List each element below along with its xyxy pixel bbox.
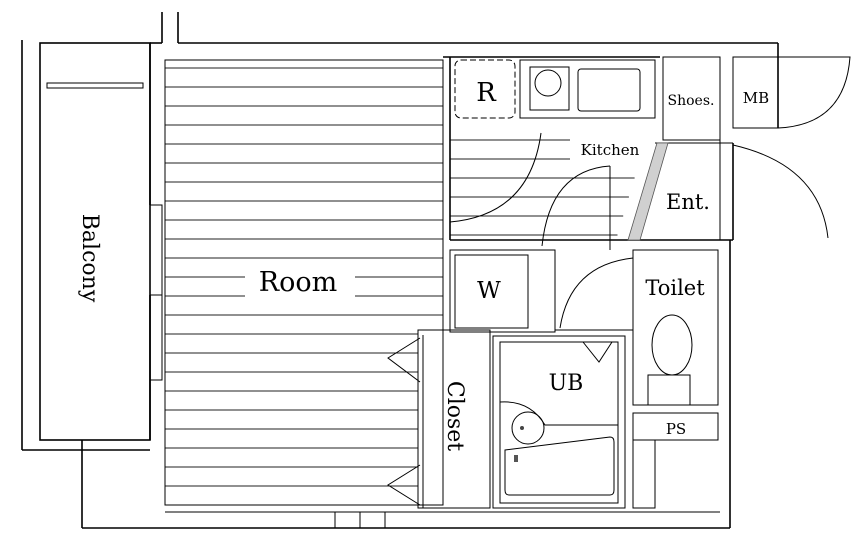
room: Room — [164, 59, 444, 506]
washbasin-icon — [511, 411, 545, 445]
stove — [529, 66, 570, 111]
entrance-door-swing — [732, 144, 829, 239]
pipe-space-label: PS — [666, 420, 686, 438]
door-swing — [541, 165, 611, 247]
entrance-label: Ent. — [666, 190, 710, 214]
closet: Closet — [387, 329, 491, 509]
shoes-label: Shoes. — [668, 93, 715, 109]
closet-label: Closet — [442, 381, 467, 451]
toilet-label: Toilet — [645, 276, 705, 300]
balcony-label: Balcony — [77, 214, 102, 303]
meter-box-label: MB — [743, 89, 769, 107]
sink-counter — [519, 59, 656, 119]
partition — [627, 142, 669, 241]
refrigerator — [454, 59, 516, 119]
unit-bath-label: UB — [549, 371, 584, 396]
washer-label: W — [477, 278, 501, 304]
kitchen: R Kitchen — [443, 56, 733, 250]
bathtub — [504, 436, 615, 496]
balcony: Balcony — [21, 40, 151, 451]
door-swing — [449, 132, 542, 223]
room-label: Room — [259, 267, 337, 298]
sink — [577, 68, 641, 112]
exterior-walls — [81, 12, 779, 529]
toilet-bowl-icon — [651, 314, 693, 376]
toilet-room: Toilet PS — [632, 249, 719, 509]
burner-icon — [534, 69, 562, 97]
entrance-area: Shoes. MB Ent. — [627, 56, 851, 241]
refrigerator-label: R — [476, 78, 497, 108]
kitchen-label: Kitchen — [581, 141, 640, 159]
washer-area: W — [449, 249, 634, 333]
unit-bath: UB — [492, 335, 626, 509]
